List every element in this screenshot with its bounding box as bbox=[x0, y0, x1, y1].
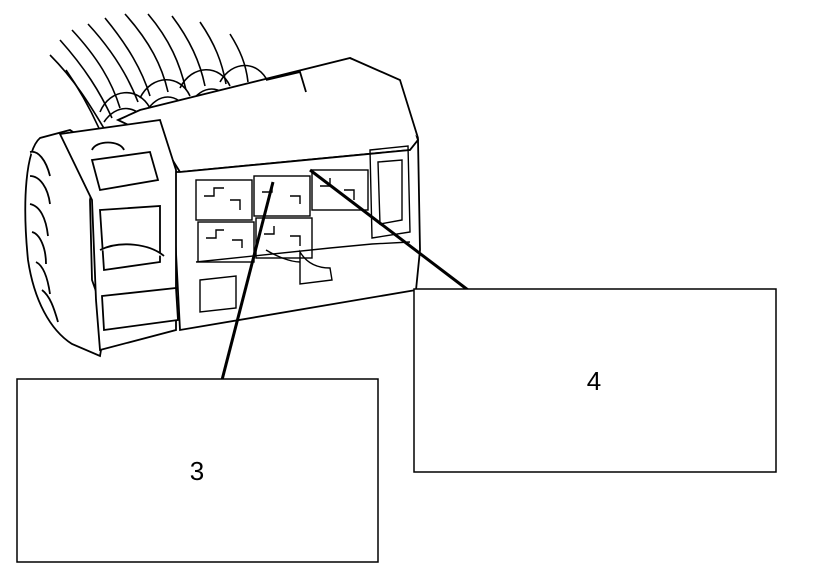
callout-box-4 bbox=[413, 288, 777, 473]
callout-label-3: 3 bbox=[190, 456, 204, 486]
terminal-cavities bbox=[195, 145, 411, 313]
callout-box-3 bbox=[16, 378, 379, 563]
callout-4: 4 bbox=[413, 288, 777, 473]
wire-bundle bbox=[49, 13, 269, 136]
leader-line-4 bbox=[309, 168, 469, 292]
callout-3: 3 bbox=[16, 378, 379, 563]
callout-label-4: 4 bbox=[587, 366, 601, 396]
connector-body bbox=[24, 57, 421, 358]
leader-line-3 bbox=[220, 181, 275, 381]
leader-lines bbox=[220, 168, 469, 381]
